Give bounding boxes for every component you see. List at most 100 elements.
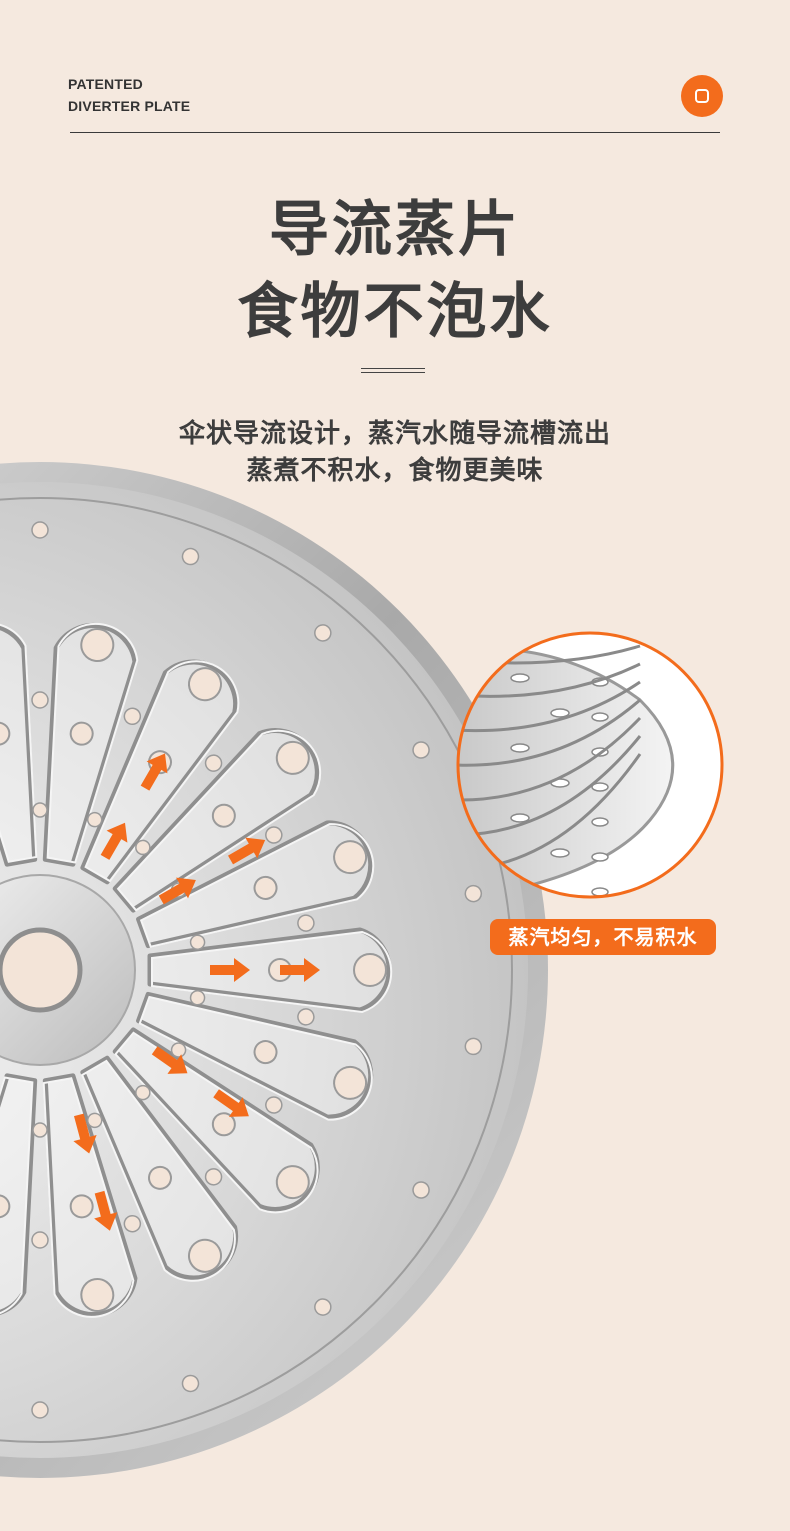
zoom-hole [591,712,609,722]
hole-ring [135,624,332,856]
hole-ring [31,521,49,818]
header-label: PATENTED DIVERTER PLATE [68,73,190,117]
flow-arrow [140,753,168,791]
plate-inner-ring [0,497,513,1443]
flow-arrow [158,877,196,905]
inner-hole [189,990,206,1006]
inner-hole [265,1096,283,1114]
zoom-rib [459,716,642,802]
groove [136,820,375,949]
petal-hole [253,1040,278,1065]
inner-hole [123,1214,142,1233]
badge-icon [681,75,723,117]
rim-hole [412,1181,430,1199]
petal-hole [80,628,115,663]
inner-hole [170,1042,187,1058]
flow-arrows [73,753,320,1231]
flow-arrow [280,958,320,982]
flow-arrow [94,1190,118,1231]
petal-hole [275,1165,310,1200]
flow-arrow [213,1089,249,1117]
groove [80,1055,239,1282]
header-divider [70,132,720,133]
flow-arrow [73,1113,97,1154]
title-divider [361,368,425,373]
zoom-hole [591,817,609,827]
description-line-1: 伞状导流设计，蒸汽水随导流槽流出 [178,419,611,449]
zoom-hole [550,708,570,718]
inner-hole [189,934,206,950]
title-line-1: 导流蒸片 [269,195,521,265]
petal-hole [333,1065,368,1100]
petal-hole [188,1238,222,1273]
flow-arrow [210,958,250,982]
inner-hole [123,707,142,726]
zoom-hole [591,852,609,862]
petal-hole [333,840,368,875]
zoom-rib [459,735,642,837]
zoom-rib [459,698,641,767]
inner-hole [86,811,103,828]
rim-hole [314,624,332,642]
petal-hole [211,803,236,828]
groove [42,622,139,867]
hole-ring [86,1112,200,1393]
callout-tag: 蒸汽均匀，不易积水 [490,919,716,955]
zoom-hole [510,813,530,823]
hole-ring [135,1084,332,1316]
hole-ring [189,990,483,1056]
petal-hole [69,1194,94,1219]
steam-holes [31,521,483,1419]
hole-ring [170,1042,430,1199]
rim-hole [31,521,49,539]
zoom-hole [510,743,530,753]
petal-hole [275,740,310,775]
title-line-2: 食物不泡水 [237,277,553,347]
petal-hole [253,875,278,900]
inner-hole [204,754,223,772]
inner-hole [32,802,48,818]
header-line-2: DIVERTER PLATE [68,98,191,114]
petal-hole [188,667,222,702]
inner-hole [31,691,49,709]
petal-hole [69,721,94,746]
plate-surface [0,482,528,1458]
flow-arrow [151,1046,188,1074]
rim-hole [314,1298,332,1316]
groove [0,622,38,867]
zoom-hole [510,673,530,683]
flow-arrow [228,837,266,865]
rim-hole [464,1037,483,1056]
petal-hole [148,1165,172,1190]
rim-hole [181,1374,200,1393]
inner-hole [31,1231,49,1249]
zoom-ring [456,631,724,899]
hole-ring [189,884,483,950]
zoom-hole [550,848,570,858]
zoom-hole [591,782,609,792]
inner-hole [32,1122,48,1138]
groove [147,927,393,1014]
groove [112,1027,320,1214]
inner-hole [297,1008,315,1026]
description-line-2: 蒸煮不积水，食物更美味 [246,456,544,486]
diverter-grooves [0,622,393,1318]
hole-ring [31,1122,49,1419]
groove [112,728,322,913]
hole-ring [86,547,200,828]
rim-hole [181,547,200,566]
groove [136,991,374,1121]
inner-hole [204,1168,223,1186]
zoom-hole [591,887,609,896]
rim-hole [412,741,430,759]
inner-hole [297,914,315,932]
inner-hole [135,839,151,856]
petal-hole [353,953,387,987]
zoom-detail [456,631,724,899]
rim-hole [31,1401,49,1419]
groove [0,1073,38,1318]
groove [42,1073,138,1318]
rounded-square-icon [695,89,709,103]
header-line-1: PATENTED [68,76,143,92]
